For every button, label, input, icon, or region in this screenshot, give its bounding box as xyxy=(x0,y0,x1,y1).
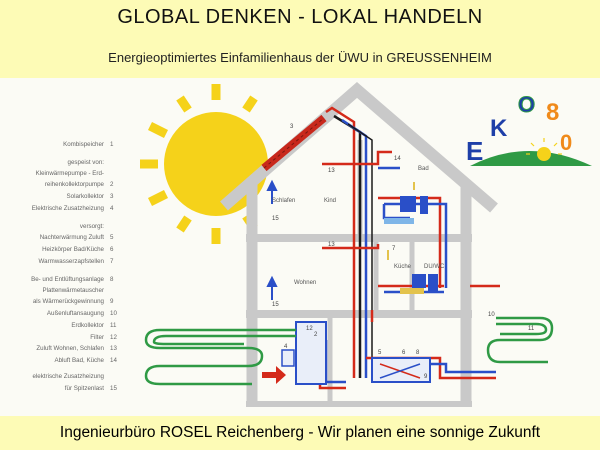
marker-14: 14 xyxy=(394,156,401,162)
legend-item: elektrische Zusatzheizung xyxy=(32,373,104,380)
legend-item: Zuluft Wohnen, Schlafen 13 xyxy=(36,345,117,352)
marker-13-lower: 13 xyxy=(328,242,335,248)
svg-text:0: 0 xyxy=(560,130,572,155)
svg-text:Elektrische Zusatzheizung: Elektrische Zusatzheizung xyxy=(32,205,105,212)
radiators xyxy=(384,196,438,294)
legend-item: Kombispeicher 1 xyxy=(63,141,114,148)
room-label-kind: Kind xyxy=(324,198,336,204)
svg-text:11: 11 xyxy=(110,322,117,329)
marker-15: 15 xyxy=(272,216,279,222)
svg-text:1: 1 xyxy=(110,141,114,148)
legend-item: Be- und Entlüftungsanlage 8 xyxy=(31,276,114,283)
svg-text:8: 8 xyxy=(110,276,114,283)
svg-text:Nachterwärmung Zuluft: Nachterwärmung Zuluft xyxy=(40,234,105,241)
legend-item: Elektrische Zusatzheizung 4 xyxy=(32,205,114,212)
svg-text:3: 3 xyxy=(110,193,114,200)
marker-8: 8 xyxy=(416,350,420,356)
legend-item: Nachterwärmung Zuluft 5 xyxy=(40,234,114,241)
room-label-du-wc: DU/WC xyxy=(424,264,445,270)
number-markers: 3 13 14 15 13 15 7 10 11 12 2 4 5 6 8 9 xyxy=(272,124,535,380)
svg-text:4: 4 xyxy=(110,205,114,212)
legend-item: versorgt: xyxy=(80,223,104,230)
legend-item: für Spitzenlast 15 xyxy=(65,385,118,392)
marker-13: 13 xyxy=(328,168,335,174)
svg-text:K: K xyxy=(490,115,508,142)
svg-text:Erdkollektor: Erdkollektor xyxy=(71,322,104,329)
svg-text:5: 5 xyxy=(110,234,114,241)
svg-text:versorgt:: versorgt: xyxy=(80,223,104,230)
legend-item: Erdkollektor 11 xyxy=(71,322,117,329)
svg-text:gespeist von:: gespeist von: xyxy=(68,159,105,166)
svg-text:10: 10 xyxy=(110,310,117,317)
marker-10: 10 xyxy=(488,312,495,318)
legend-item: Abluft Bad, Küche 14 xyxy=(54,357,117,364)
room-label-schlafen: Schlafen xyxy=(272,198,295,204)
svg-text:13: 13 xyxy=(110,345,117,352)
svg-text:2: 2 xyxy=(110,181,114,188)
svg-text:reihenkollektorpumpe: reihenkollektorpumpe xyxy=(45,181,105,188)
legend-item: Außenluftansaugung 10 xyxy=(47,310,118,317)
house-diagram: Kombispeicher 1 gespeist von: Kleinwärmep… xyxy=(0,78,600,416)
legend-item: als Wärmerückgewinnung 9 xyxy=(33,298,114,305)
svg-text:Filter: Filter xyxy=(90,334,104,341)
svg-text:Zuluft Wohnen, Schlafen: Zuluft Wohnen, Schlafen xyxy=(36,345,104,352)
page-subtitle: Energieoptimiertes Einfamilienhaus der Ü… xyxy=(108,50,492,65)
house-diagram-svg: Kombispeicher 1 gespeist von: Kleinwärmep… xyxy=(31,82,592,407)
svg-text:für Spitzenlast: für Spitzenlast xyxy=(65,385,104,392)
legend-item: gespeist von: xyxy=(68,159,105,166)
svg-text:Plattenwärmetauscher: Plattenwärmetauscher xyxy=(42,287,104,294)
svg-text:12: 12 xyxy=(110,334,117,341)
page-title: GLOBAL DENKEN - LOKAL HANDELN xyxy=(117,6,483,28)
marker-7: 7 xyxy=(392,246,396,252)
marker-3: 3 xyxy=(290,124,294,130)
svg-text:7: 7 xyxy=(110,258,114,265)
svg-text:Warmwasserzapfstellen: Warmwasserzapfstellen xyxy=(39,258,105,265)
legend-item: Warmwasserzapfstellen 7 xyxy=(39,258,114,265)
room-labels: Schlafen Kind Bad Wohnen Küche DU/WC xyxy=(272,166,445,286)
marker-12: 12 xyxy=(306,326,313,332)
svg-text:Solarkollektor: Solarkollektor xyxy=(67,193,105,200)
svg-text:8: 8 xyxy=(546,99,559,126)
marker-2: 2 xyxy=(314,332,318,338)
room-label-wohnen: Wohnen xyxy=(294,280,316,286)
storage-unit xyxy=(262,321,431,385)
svg-text:E: E xyxy=(466,136,483,166)
marker-15-lower: 15 xyxy=(272,302,279,308)
svg-text:14: 14 xyxy=(110,357,117,364)
room-label-kueche: Küche xyxy=(394,264,412,270)
svg-text:Kleinwärmepumpe - Erd-: Kleinwärmepumpe - Erd- xyxy=(36,170,104,177)
marker-9: 9 xyxy=(424,374,428,380)
svg-text:Heizkörper Bad/Küche: Heizkörper Bad/Küche xyxy=(42,246,104,253)
marker-6: 6 xyxy=(402,350,406,356)
svg-text:als Wärmerückgewinnung: als Wärmerückgewinnung xyxy=(33,298,105,305)
svg-text:9: 9 xyxy=(110,298,114,305)
legend: Kombispeicher 1 gespeist von: Kleinwärmep… xyxy=(31,141,117,392)
legend-item: Plattenwärmetauscher xyxy=(42,287,104,294)
marker-5: 5 xyxy=(378,350,382,356)
header: GLOBAL DENKEN - LOKAL HANDELN Energieopt… xyxy=(0,0,600,78)
svg-text:15: 15 xyxy=(110,385,117,392)
footer: Ingenieurbüro ROSEL Reichenberg - Wir pl… xyxy=(0,418,600,450)
svg-text:6: 6 xyxy=(110,246,114,253)
svg-text:Kombispeicher: Kombispeicher xyxy=(63,141,104,148)
room-label-bad: Bad xyxy=(418,166,429,172)
legend-item: Kleinwärmepumpe - Erd- xyxy=(36,170,104,177)
legend-item: Heizkörper Bad/Küche 6 xyxy=(42,246,114,253)
svg-text:Be- und Entlüftungsanlage: Be- und Entlüftungsanlage xyxy=(31,276,104,283)
svg-text:O: O xyxy=(518,92,535,117)
svg-text:elektrische Zusatzheizung: elektrische Zusatzheizung xyxy=(32,373,104,380)
ground-collector xyxy=(144,316,554,386)
legend-item: reihenkollektorpumpe 2 xyxy=(45,181,114,188)
marker-4: 4 xyxy=(284,344,288,350)
solar-collector xyxy=(261,114,327,172)
air-arrows xyxy=(266,179,415,300)
svg-text:Abluft Bad, Küche: Abluft Bad, Küche xyxy=(54,357,104,364)
legend-item: Solarkollektor 3 xyxy=(67,193,115,200)
eko80-logo: E K O 8 0 xyxy=(466,92,592,166)
marker-11: 11 xyxy=(528,326,535,332)
footer-tagline: Ingenieurbüro ROSEL Reichenberg - Wir pl… xyxy=(59,424,541,441)
legend-item: Filter 12 xyxy=(90,334,117,341)
svg-text:Außenluftansaugung: Außenluftansaugung xyxy=(47,310,105,317)
